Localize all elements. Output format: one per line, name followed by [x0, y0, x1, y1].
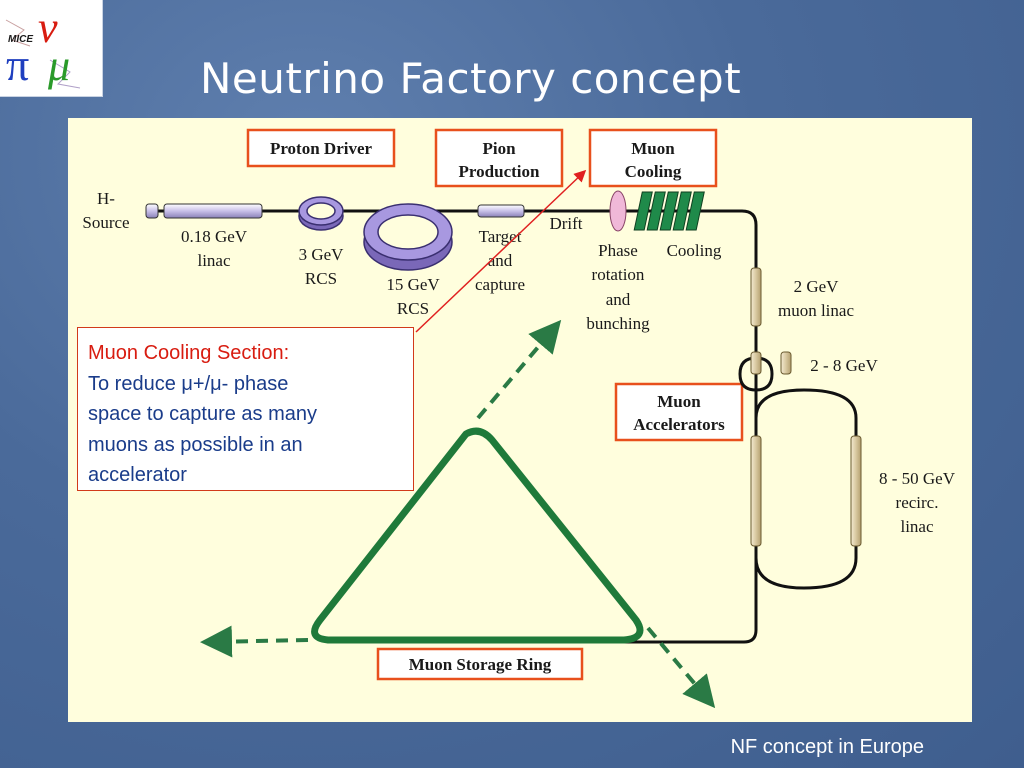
pion-production-box: Pion Production [434, 128, 564, 188]
phase-label-3: and [606, 290, 631, 309]
target-label-3: capture [475, 275, 525, 294]
muon-storage-ring-label: Muon Storage Ring [409, 655, 552, 674]
neutrino-beam-down [646, 626, 716, 709]
pion-production-label-1: Pion [482, 139, 516, 158]
logo-mice-text: MICE [8, 34, 33, 45]
muon-linac-label-1: 2 GeV [794, 277, 840, 296]
h-source-label-2: Source [82, 213, 129, 232]
note-line-1: To reduce μ+/μ- phase [88, 372, 289, 395]
proton-driver-label: Proton Driver [270, 139, 373, 158]
muon-linac-label-2: muon linac [778, 301, 854, 320]
storage-ring [200, 319, 716, 709]
target-capture: Target and capture [475, 204, 525, 294]
neutrino-beam-left [200, 625, 309, 658]
phase-label-4: bunching [586, 314, 650, 333]
pion-production-label-2: Production [459, 162, 540, 181]
proton-driver-box: Proton Driver [246, 128, 396, 168]
recirc-label-2: recirc. [896, 493, 939, 512]
recirc-label-1: 8 - 50 GeV [879, 469, 956, 488]
phase-label-2: rotation [592, 265, 645, 284]
rcs3-label-1: 3 GeV [299, 245, 345, 264]
neutrino-factory-diagram: Proton Driver Pion Production Muon Cooli… [82, 128, 956, 709]
phase-label-1: Phase [598, 241, 638, 260]
cooling-label: Cooling [667, 241, 722, 260]
footer-note: NF concept in Europe [730, 736, 924, 758]
muon-cooling-label-1: Muon [631, 139, 675, 158]
logo-pi-glyph: π [6, 39, 29, 90]
recirc-label-3: linac [900, 517, 933, 536]
recirc-linac: 8 - 50 GeV recirc. linac [750, 435, 956, 547]
cooling-note: Muon Cooling Section: To reduce μ+/μ- ph… [77, 327, 414, 491]
proton-linac: 0.18 GeV linac [163, 203, 263, 270]
muon-storage-ring-box: Muon Storage Ring [376, 647, 584, 681]
note-line-3: muons as possible in an [88, 433, 303, 456]
logo-nu-glyph: ν [38, 3, 58, 52]
target-label-2: and [488, 251, 513, 270]
logo-mu-glyph: μ [47, 41, 70, 90]
muon-accelerators-label-2: Accelerators [633, 415, 725, 434]
phase-rotation: Phase rotation and bunching [586, 190, 650, 333]
note-title: Muon Cooling Section: [88, 342, 290, 364]
rcs-3gev: 3 GeV RCS [298, 196, 345, 288]
pointer-arrow [415, 169, 587, 333]
muon-accelerators-box: Muon Accelerators [614, 382, 744, 442]
linac-label-2: linac [197, 251, 230, 270]
rcs-15gev: 15 GeV RCS [363, 203, 453, 318]
rcs15-label-2: RCS [397, 299, 429, 318]
h-source: H- Source [82, 189, 159, 232]
mice-logo-graphic: MICE π ν μ [5, 3, 81, 90]
neutrino-beam-up [476, 319, 562, 420]
linac-label-1: 0.18 GeV [181, 227, 248, 246]
muon-cooling-box: Muon Cooling [588, 128, 718, 188]
rcs15-label-1: 15 GeV [386, 275, 440, 294]
stage-2-8-label: 2 - 8 GeV [810, 356, 878, 375]
slide-title: Neutrino Factory concept [200, 54, 742, 103]
note-line-4: accelerator [88, 464, 187, 486]
muon-cooling-label-2: Cooling [625, 162, 682, 181]
muon-linac: 2 GeV muon linac [750, 267, 854, 327]
stage-2-8: 2 - 8 GeV [750, 351, 878, 375]
h-source-label-1: H- [97, 189, 115, 208]
muon-accelerators-label-1: Muon [657, 392, 701, 411]
mice-logo: MICE π ν μ [0, 0, 103, 97]
rcs3-label-2: RCS [305, 269, 337, 288]
cooling-channel: Cooling [633, 191, 722, 260]
note-line-2: space to capture as many [88, 403, 318, 425]
drift-label: Drift [549, 214, 582, 233]
